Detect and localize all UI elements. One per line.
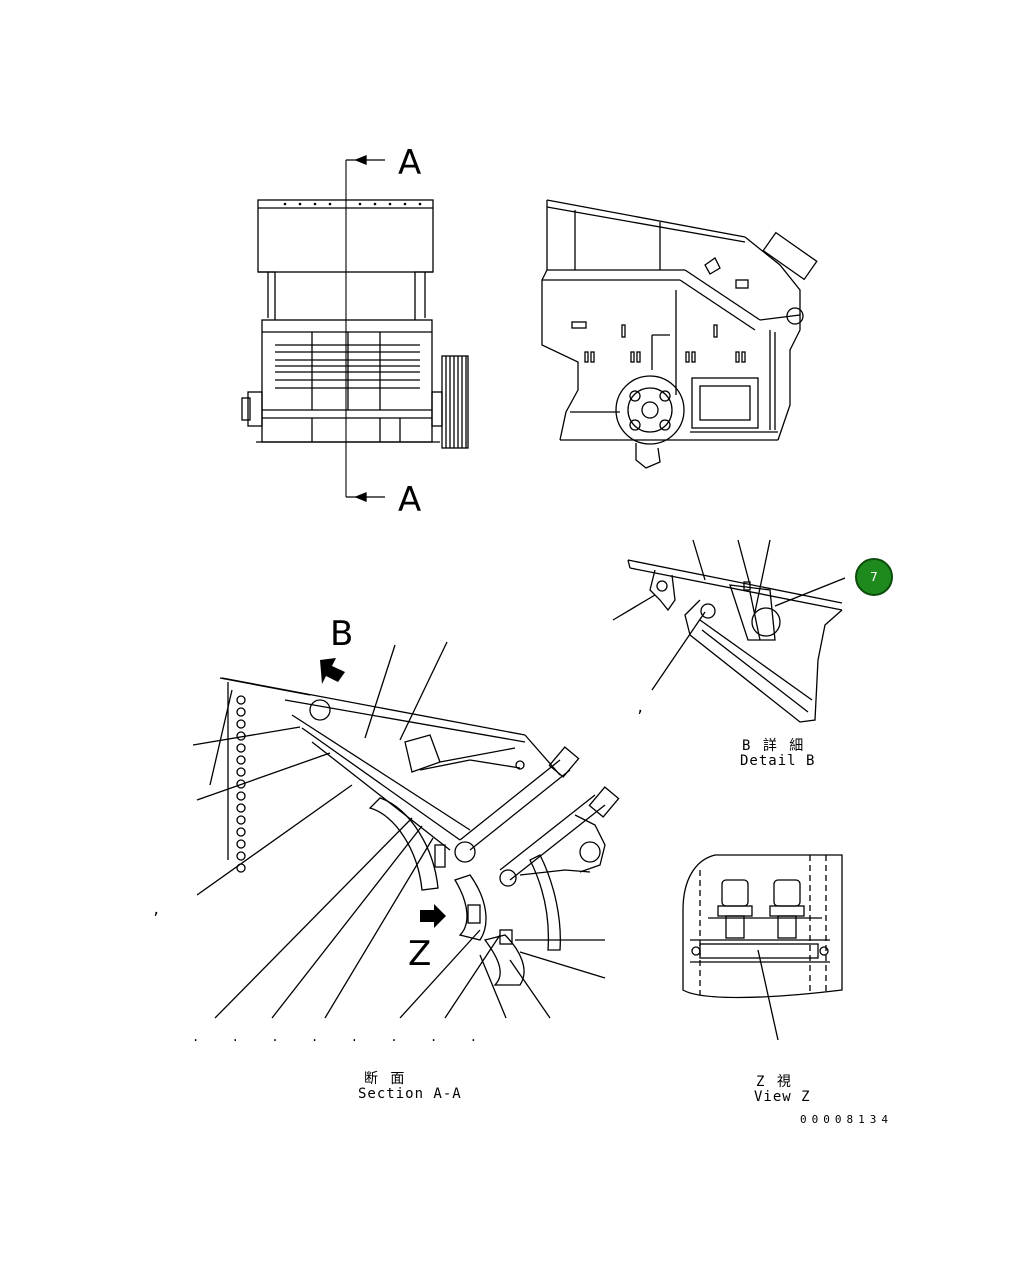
drawing-number: 00008134 [800,1113,893,1126]
view-z-view [682,854,843,1041]
stray-comma-right: , [636,700,647,716]
detail-b-view [612,539,846,723]
callout-badge-number: 7 [870,570,878,584]
section-caption-en: Section A-A [358,1086,462,1102]
section-mark-top: A [398,143,422,183]
side-view [541,199,818,469]
dot-row: . . . . . . . . [192,1030,483,1044]
section-caption-jp: 断 面 [364,1071,407,1087]
section-a-a-view [192,641,620,1019]
section-mark-bottom: A [398,480,422,520]
front-view [241,155,469,502]
view-caption-en: View Z [754,1089,811,1105]
detail-caption-jp: B 詳 細 [742,738,806,754]
stray-comma-left: , [152,902,163,918]
callout-badge[interactable]: 7 [855,558,893,596]
detail-caption-en: Detail B [740,753,816,769]
view-caption-jp: Z 視 [756,1074,793,1090]
detail-b-letter: B [330,614,354,654]
view-z-letter: Z [408,934,432,974]
